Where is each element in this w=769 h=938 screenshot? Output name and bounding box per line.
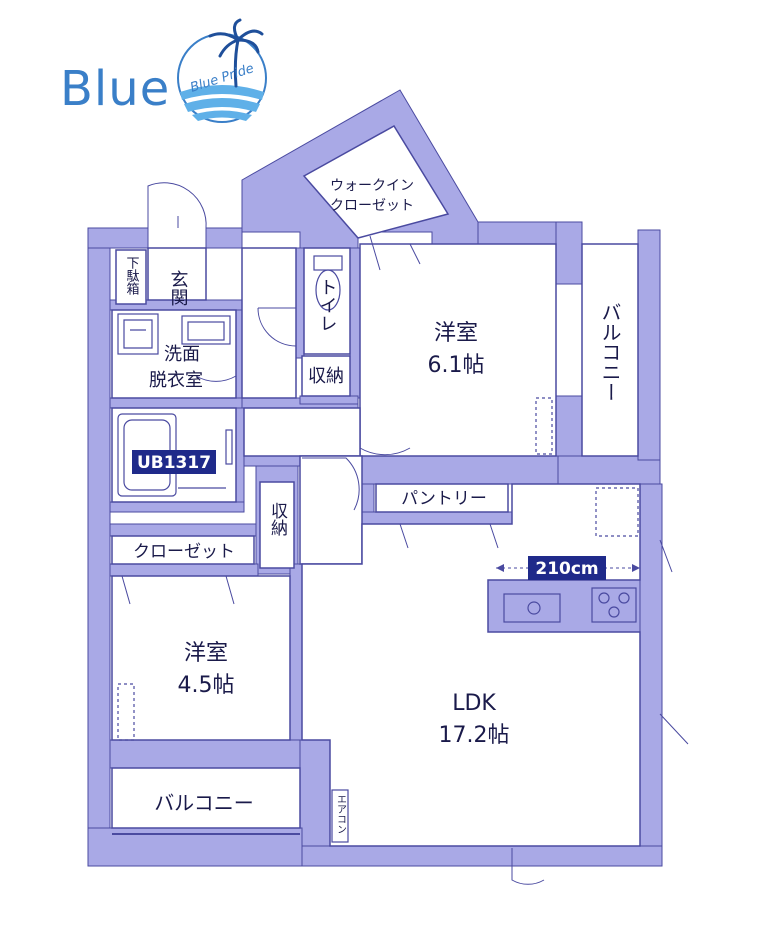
aircon-label: エアコン — [335, 794, 347, 834]
room1-door — [359, 398, 411, 456]
toilet-label: トイレ — [317, 278, 338, 332]
hallway-lower-2-floor — [299, 455, 363, 565]
storage-1-floor — [301, 355, 351, 397]
washroom-label-1: 洗面 — [164, 344, 200, 365]
logo-badge: Blue Pride — [177, 18, 267, 123]
doors — [121, 182, 689, 885]
walk-in-closet-floor — [302, 124, 450, 239]
closet-label: クローゼット — [133, 542, 235, 562]
western-room-1-size: 6.1帖 — [428, 353, 485, 378]
hallway-lower-floor — [243, 407, 361, 457]
logo-wordmark: Blue — [60, 61, 170, 117]
western-room-2-label: 洋室 — [184, 641, 228, 666]
western-room-1-floor — [359, 243, 557, 457]
western-room-1-label: 洋室 — [434, 321, 478, 346]
pantry-floor — [375, 483, 509, 513]
stove — [591, 587, 637, 623]
ldk-size: 17.2帖 — [439, 723, 510, 748]
balcony-south-label: バルコニー — [154, 791, 254, 815]
toilet-door — [257, 307, 297, 347]
aircon-unit — [331, 789, 349, 843]
walk-in-closet-label-1: ウォークイン — [330, 178, 414, 194]
front-door — [147, 182, 207, 229]
walk-in-closet-label-2: クローゼット — [330, 198, 414, 214]
labels: ウォークイン クローゼット 玄関 下駄箱 トイレ 洋室 6.1帖 バルコニー 洗… — [124, 178, 623, 834]
pantry-label: パントリー — [401, 489, 487, 509]
storage-1-label: 収納 — [308, 366, 344, 387]
shoe-box-label: 下駄箱 — [124, 256, 140, 295]
balcony-east-floor — [581, 243, 639, 457]
kitchen-sink — [503, 593, 561, 623]
ldk-label: LDK — [452, 691, 496, 716]
kitchen-width-label: 210cm — [535, 559, 598, 579]
washroom-door — [195, 336, 237, 382]
fridge-space — [595, 487, 639, 537]
washing-machine — [117, 313, 159, 355]
closet-floor — [111, 535, 255, 565]
bath-label: UB1317 — [137, 453, 211, 473]
palm-tree-icon — [208, 18, 264, 88]
western-room-2-size: 4.5帖 — [178, 673, 235, 698]
entrance-label: 玄関 — [168, 270, 189, 306]
balcony-east-label: バルコニー — [598, 302, 622, 402]
logo: Blue Blue Pride — [60, 18, 267, 123]
kitchen-dimension — [496, 556, 640, 580]
entrance-floor — [147, 247, 207, 301]
storage-2-label: 収納 — [267, 502, 288, 537]
storage-door — [302, 457, 360, 511]
bath-badge — [132, 450, 216, 474]
hallway-floor — [241, 247, 297, 399]
washroom-label-2: 脱衣室 — [149, 370, 203, 391]
washbasin — [181, 315, 231, 345]
shoe-box — [115, 249, 147, 305]
storage-2-floor — [259, 481, 295, 569]
balcony-south-floor — [111, 767, 301, 829]
western-room-2-floor — [111, 575, 291, 741]
